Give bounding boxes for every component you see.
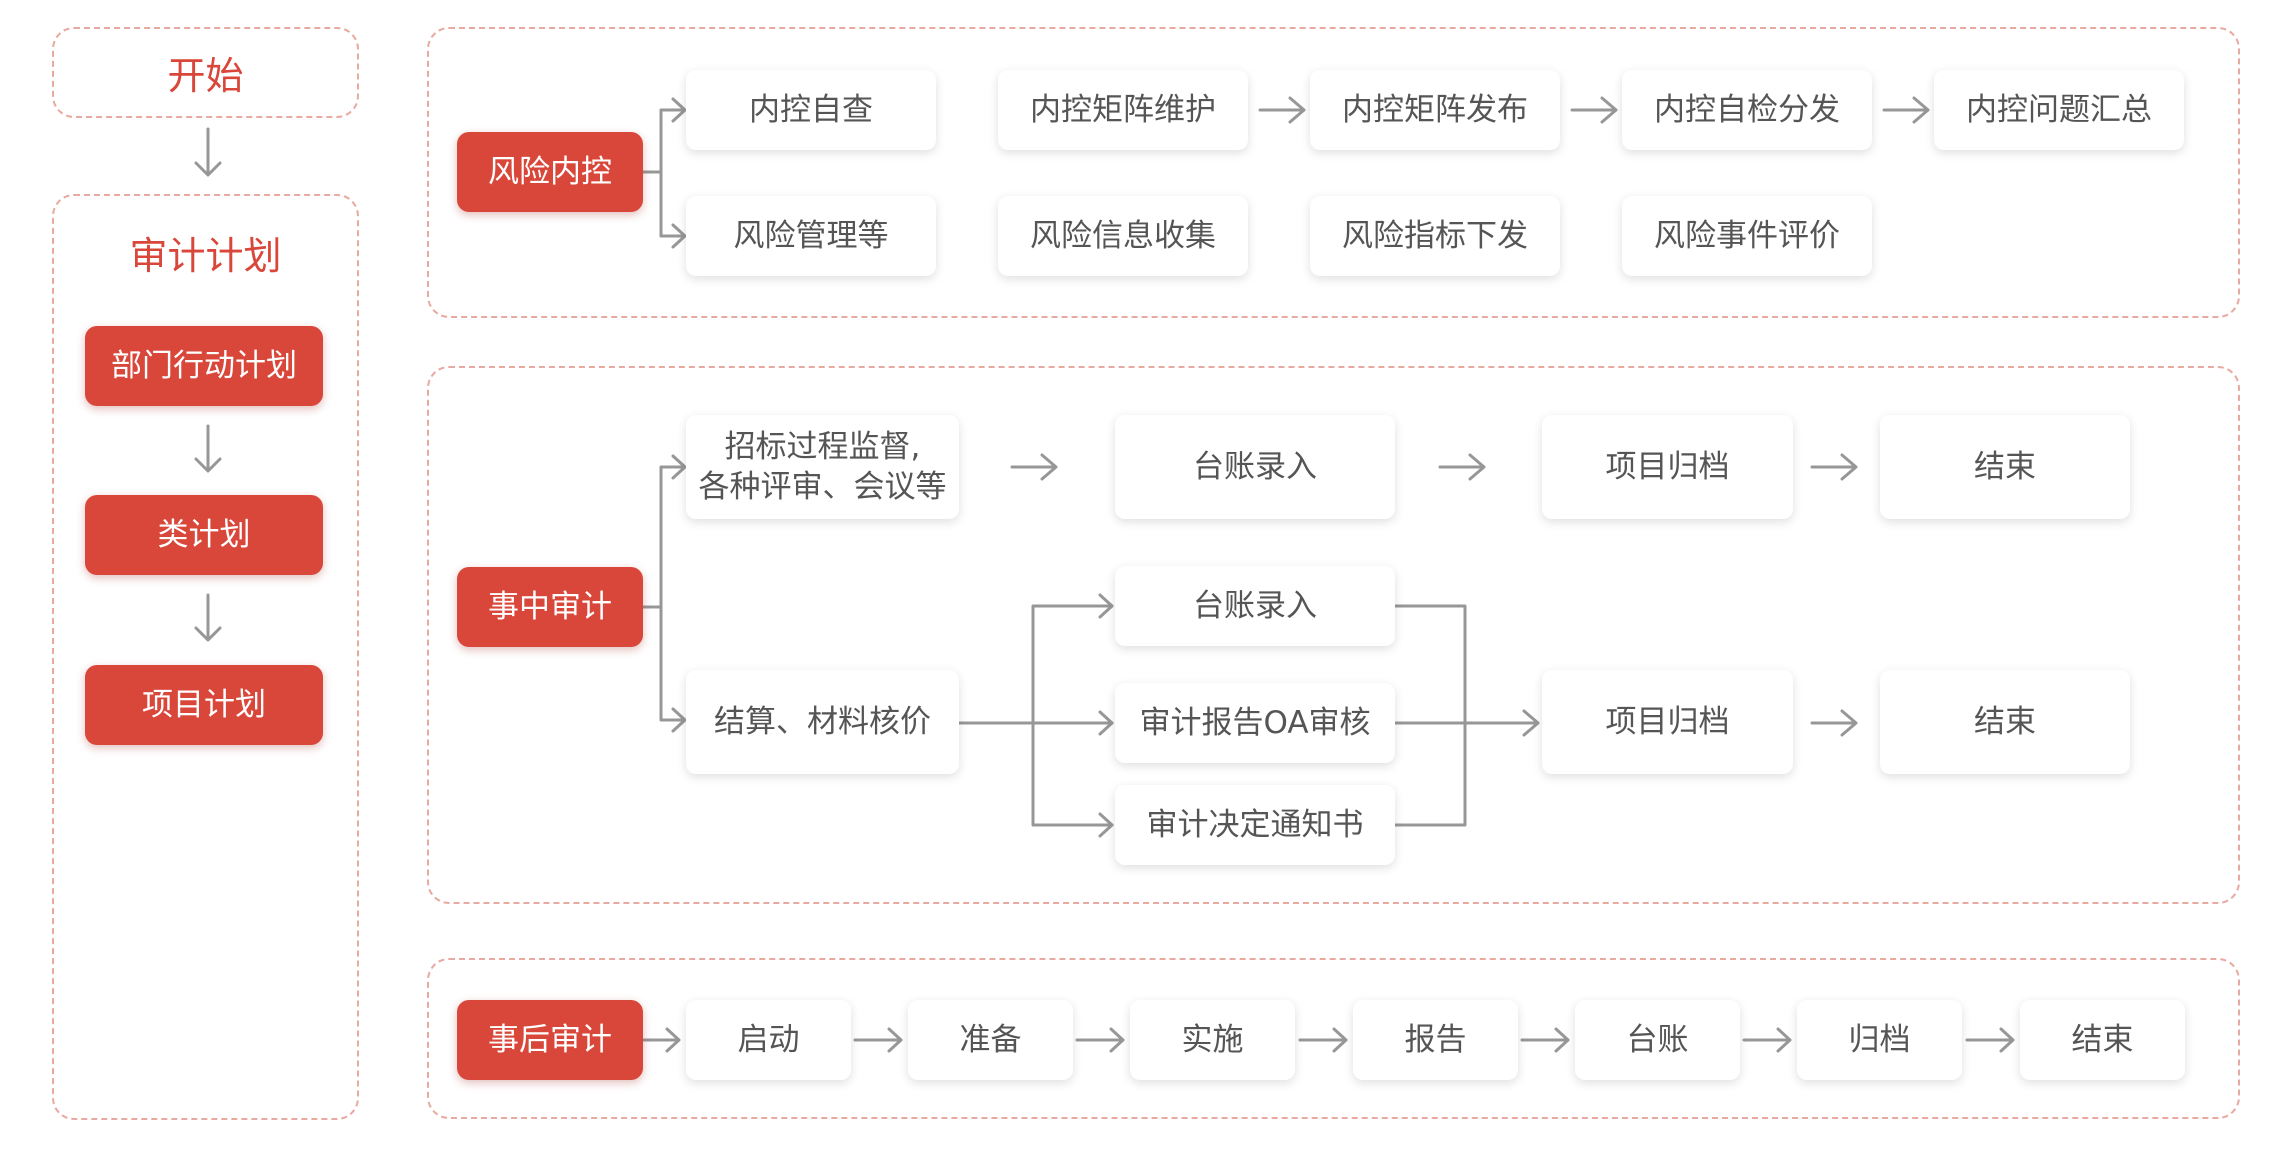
risk-row1-node[interactable]: 内控矩阵发布 bbox=[1310, 70, 1560, 150]
risk-row1-node[interactable]: 内控自检分发 bbox=[1622, 70, 1872, 150]
arrow-post-1-2 bbox=[853, 1027, 903, 1053]
post-step-node[interactable]: 结束 bbox=[2020, 1000, 2185, 1080]
plan-department-action[interactable]: 部门行动计划 bbox=[85, 326, 323, 406]
arrow-post-4-5 bbox=[1520, 1027, 1570, 1053]
mid-top-node[interactable]: 结束 bbox=[1880, 415, 2130, 519]
risk-row2-node[interactable]: 风险管理等 bbox=[686, 196, 936, 276]
arrow-mid-top-1-2 bbox=[1010, 453, 1058, 481]
mid-branch-node[interactable]: 审计报告OA审核 bbox=[1115, 683, 1395, 763]
mid-fanout bbox=[957, 604, 1114, 827]
mid-fanin bbox=[1393, 604, 1540, 827]
plan-project[interactable]: 项目计划 bbox=[85, 665, 323, 745]
mid-branch bbox=[641, 465, 685, 722]
arrow-post-6-7 bbox=[1965, 1027, 2015, 1053]
arrow-category-to-project bbox=[194, 593, 222, 642]
post-step-node[interactable]: 准备 bbox=[908, 1000, 1073, 1080]
arrow-risk-r1-3-4 bbox=[1570, 96, 1618, 124]
risk-row1-node[interactable]: 内控矩阵维护 bbox=[998, 70, 1248, 150]
post-step-node[interactable]: 报告 bbox=[1353, 1000, 1518, 1080]
arrow-post-3-4 bbox=[1298, 1027, 1348, 1053]
arrow-to-mid-bottom bbox=[671, 707, 687, 733]
arrow-to-risk-row2 bbox=[671, 223, 687, 249]
mid-top-node[interactable]: 台账录入 bbox=[1115, 415, 1395, 519]
arrow-post-5-6 bbox=[1742, 1027, 1792, 1053]
risk-row2-node[interactable]: 风险信息收集 bbox=[998, 196, 1248, 276]
post-step-node[interactable]: 台账 bbox=[1575, 1000, 1740, 1080]
mid-branch-node[interactable]: 台账录入 bbox=[1115, 566, 1395, 646]
risk-control-label[interactable]: 风险内控 bbox=[457, 132, 643, 212]
mid-bottom-source-node[interactable]: 结算、材料核价 bbox=[686, 670, 959, 774]
mid-bottom-after-node[interactable]: 结束 bbox=[1880, 670, 2130, 774]
post-step-node[interactable]: 启动 bbox=[686, 1000, 851, 1080]
arrow-to-risk-row1 bbox=[671, 97, 687, 123]
post-audit-label[interactable]: 事后审计 bbox=[457, 1000, 643, 1080]
arrow-mid-top-2-3 bbox=[1438, 453, 1486, 481]
start-panel bbox=[52, 27, 359, 118]
mid-top-node[interactable]: 招标过程监督, 各种评审、会议等 bbox=[686, 415, 959, 519]
audit-plan-title: 审计计划 bbox=[129, 233, 282, 278]
arrow-post-2-3 bbox=[1075, 1027, 1125, 1053]
arrow-risk-r1-4-5 bbox=[1882, 96, 1930, 124]
arrow-post-0-1 bbox=[641, 1027, 681, 1053]
arrow-risk-r1-2-3 bbox=[1258, 96, 1306, 124]
post-step-node[interactable]: 实施 bbox=[1130, 1000, 1295, 1080]
arrow-fanout-heads bbox=[1098, 593, 1114, 838]
risk-row2-node[interactable]: 风险事件评价 bbox=[1622, 196, 1872, 276]
mid-bottom-after-node[interactable]: 项目归档 bbox=[1542, 670, 1793, 774]
mid-audit-label[interactable]: 事中审计 bbox=[457, 567, 643, 647]
start-label: 开始 bbox=[167, 54, 244, 98]
arrow-start-to-plan bbox=[194, 127, 222, 177]
risk-row2-node[interactable]: 风险指标下发 bbox=[1310, 196, 1560, 276]
mid-branch-node[interactable]: 审计决定通知书 bbox=[1115, 785, 1395, 865]
risk-row1-node[interactable]: 内控自查 bbox=[686, 70, 936, 150]
risk-branch bbox=[641, 108, 685, 238]
arrow-mid-top-3-4 bbox=[1810, 453, 1858, 481]
plan-category[interactable]: 类计划 bbox=[85, 495, 323, 575]
arrow-dept-to-category bbox=[194, 424, 222, 473]
mid-top-node[interactable]: 项目归档 bbox=[1542, 415, 1793, 519]
risk-row1-node[interactable]: 内控问题汇总 bbox=[1934, 70, 2184, 150]
post-step-node[interactable]: 归档 bbox=[1797, 1000, 1962, 1080]
arrow-mid-bottom-archive-end bbox=[1810, 709, 1858, 737]
arrow-to-mid-top bbox=[671, 454, 687, 480]
